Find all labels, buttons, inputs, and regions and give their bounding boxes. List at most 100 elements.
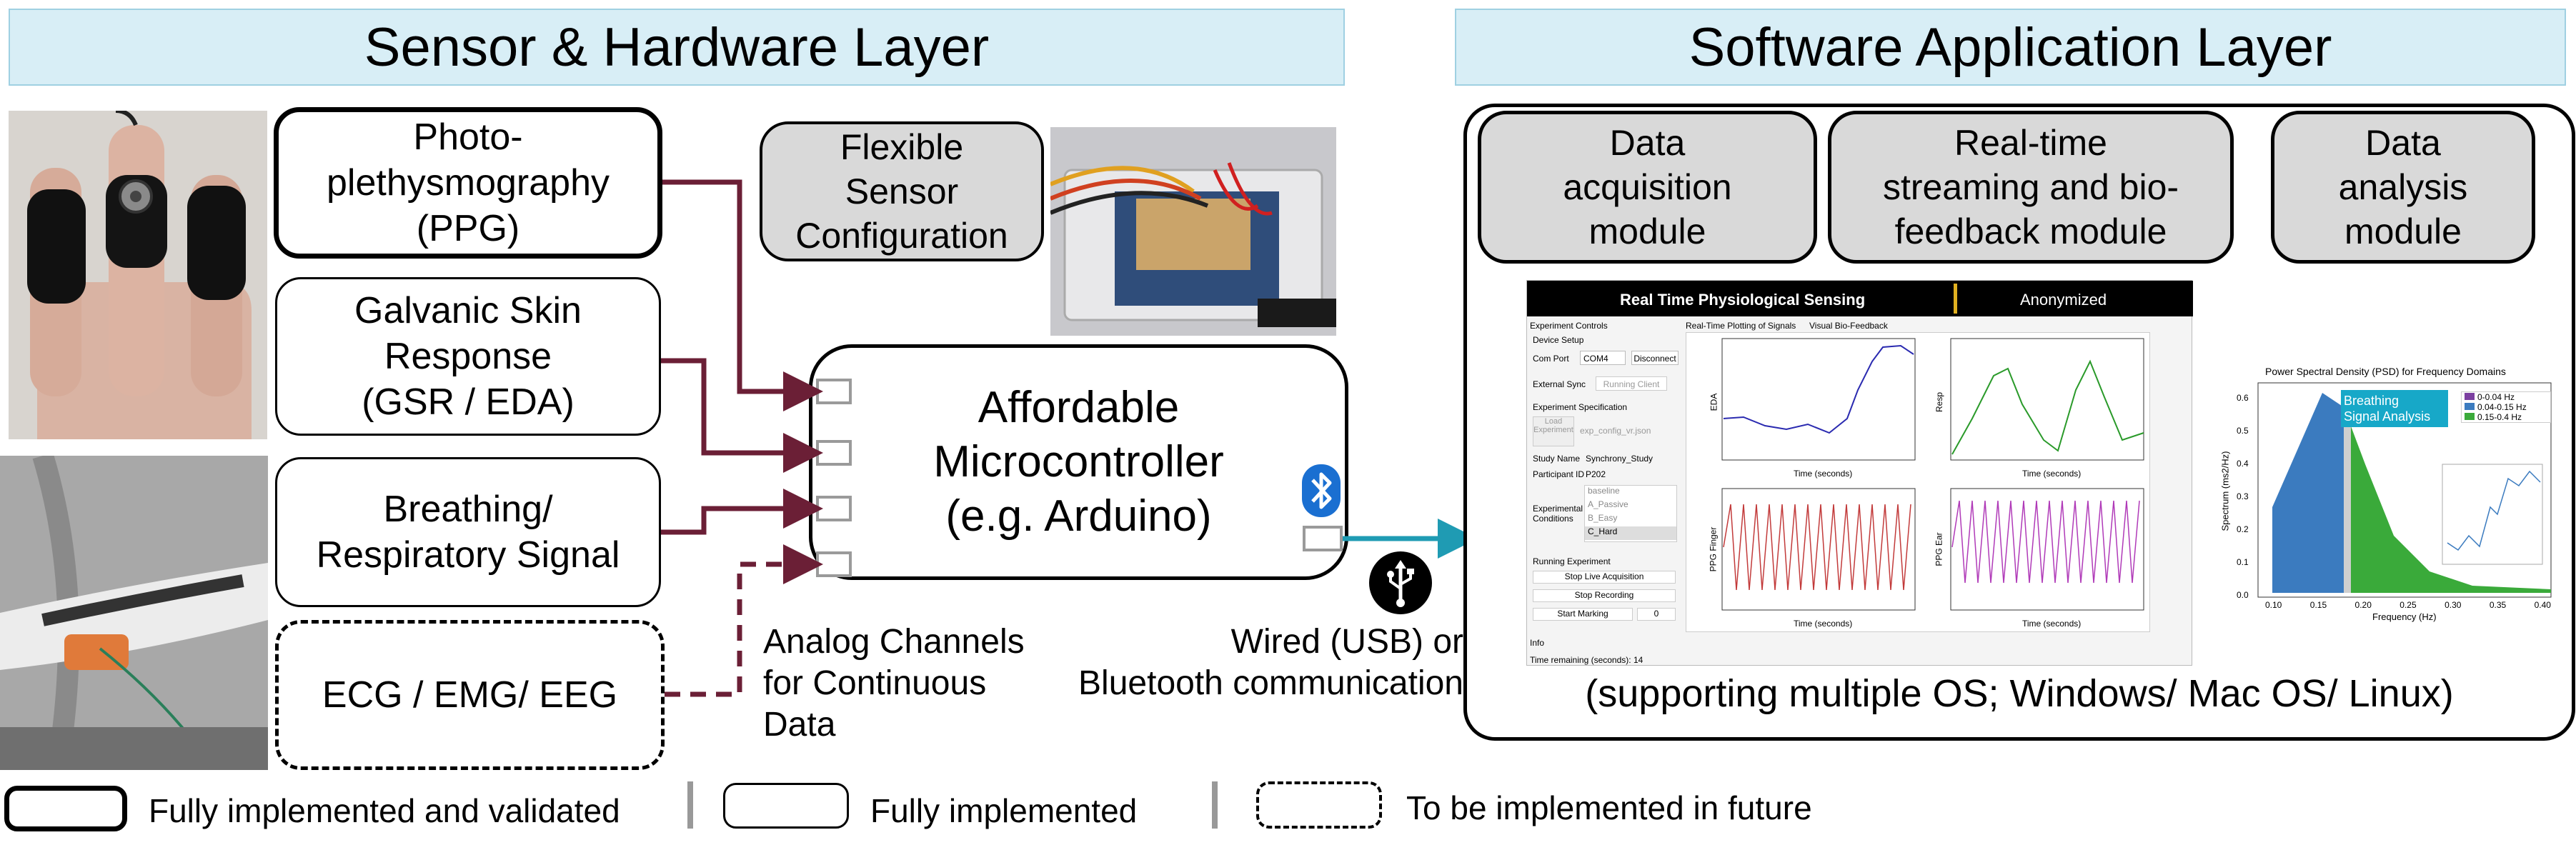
legend-validated-label: Fully implemented and validated xyxy=(149,792,620,829)
respiratory-belt-photo xyxy=(0,456,268,770)
conditions-label: Experimental Conditions xyxy=(1533,504,1583,524)
running-experiment-title: Running Experiment xyxy=(1533,556,1611,566)
com-port-label: Com Port xyxy=(1533,354,1569,364)
analog-port-1 xyxy=(816,379,852,404)
tick-label: 0.25 xyxy=(2400,600,2417,610)
app-window: Real Time Physiological Sensing Anonymiz… xyxy=(1526,280,2193,666)
gsr-wire xyxy=(661,358,823,473)
tick-label: 0.1 xyxy=(2237,557,2249,567)
psd-plot xyxy=(2257,382,2552,598)
tick-label: 0.2 xyxy=(2237,524,2249,534)
gsr-sensor-label: Galvanic Skin Response (GSR / EDA) xyxy=(354,290,582,423)
x-axis-label: Time (seconds) xyxy=(2022,469,2082,479)
legend-future-label: To be implemented in future xyxy=(1406,789,1812,826)
list-item[interactable]: B_Easy xyxy=(1588,513,1618,523)
study-name-label: Study Name xyxy=(1533,454,1581,464)
com-port-select[interactable]: COM4 xyxy=(1580,351,1626,365)
streaming-module-label: Real-time streaming and bio- feedback mo… xyxy=(1882,123,2179,251)
software-layer-title: Software Application Layer xyxy=(1689,16,2332,78)
start-marking-button[interactable]: Start Marking xyxy=(1533,608,1633,621)
x-axis-label: Time (seconds) xyxy=(1794,619,1853,629)
hardware-layer-title: Sensor & Hardware Layer xyxy=(364,16,990,78)
legend-item: 0.15-0.4 Hz xyxy=(2462,412,2550,422)
legend-item: 0-0.04 Hz xyxy=(2462,392,2550,402)
disconnect-button[interactable]: Disconnect xyxy=(1631,351,1679,365)
psd-badge: Breathing Signal Analysis xyxy=(2341,390,2448,427)
plot-area: EDA Resp PPG Finger PPG Ear Time (second… xyxy=(1686,332,2150,632)
legend-future-swatch xyxy=(1256,781,1382,829)
running-client-button[interactable]: Running Client xyxy=(1596,376,1667,391)
anonymized-label: Anonymized xyxy=(2020,291,2107,309)
config-file-field[interactable]: exp_config_vr.json xyxy=(1580,426,1651,436)
analog-channels-label: Analog Channels for Continuous Data xyxy=(763,623,1025,744)
tick-label: 0.30 xyxy=(2445,600,2462,610)
tick-label: 0.4 xyxy=(2237,459,2249,469)
microcontroller-box: Affordable Microcontroller (e.g. Arduino… xyxy=(809,344,1348,580)
control-panel: Experiment Controls Device Setup Com Por… xyxy=(1527,316,1683,666)
bluetooth-icon xyxy=(1302,464,1341,517)
x-axis-label: Time (seconds) xyxy=(2022,619,2082,629)
tick-label: 0.35 xyxy=(2489,600,2507,610)
psd-chart: Power Spectral Density (PSD) for Frequen… xyxy=(2215,364,2558,629)
usb-icon xyxy=(1368,550,1433,616)
external-sync-label: External Sync xyxy=(1533,379,1586,389)
flexible-sensor-box: Flexible Sensor Configuration xyxy=(760,121,1044,261)
app-title: Real Time Physiological Sensing xyxy=(1620,291,1866,309)
os-support-note: (supporting multiple OS; Windows/ Mac OS… xyxy=(1585,672,2454,715)
participant-field[interactable]: P202 xyxy=(1586,469,1606,479)
communication-label: Wired (USB) or Bluetooth communication xyxy=(1078,623,1463,702)
legend-implemented-label: Fully implemented xyxy=(870,792,1138,829)
output-port-mcu xyxy=(1303,526,1343,551)
tick-label: 0.40 xyxy=(2534,600,2551,610)
time-remaining-label: Time remaining (seconds): 14 xyxy=(1530,655,1643,665)
ppg-sensor-box: Photo- plethysmography (PPG) xyxy=(274,107,662,259)
tick-label: 0.20 xyxy=(2354,600,2372,610)
psd-title: Power Spectral Density (PSD) for Frequen… xyxy=(2265,366,2506,377)
breathing-sensor-label: Breathing/ Respiratory Signal xyxy=(316,489,620,576)
study-name-field[interactable]: Synchrony_Study xyxy=(1586,454,1653,464)
future-sensor-box: ECG / EMG/ EEG xyxy=(275,620,665,770)
acquisition-module-box: Data acquisition module xyxy=(1478,111,1817,264)
analysis-module-label: Data analysis module xyxy=(2338,123,2468,251)
marking-value: 0 xyxy=(1637,608,1676,621)
experiment-spec-title: Experiment Specification xyxy=(1533,402,1628,412)
conditions-list[interactable]: baseline A_Passive B_Easy C_Hard xyxy=(1584,485,1677,542)
stop-acquisition-button[interactable]: Stop Live Acquisition xyxy=(1533,571,1676,584)
psd-x-label: Frequency (Hz) xyxy=(2372,611,2437,622)
hardware-layer-banner: Sensor & Hardware Layer xyxy=(9,9,1345,86)
stop-recording-button[interactable]: Stop Recording xyxy=(1533,589,1676,602)
device-setup-title: Device Setup xyxy=(1533,335,1584,345)
flexible-sensor-label: Flexible Sensor Configuration xyxy=(795,127,1008,256)
list-item[interactable]: A_Passive xyxy=(1588,499,1628,509)
legend-divider xyxy=(1212,781,1218,829)
analog-port-3 xyxy=(816,496,852,521)
ppg-ear-axis-label: PPG Ear xyxy=(1934,532,1944,566)
ppg-finger-axis-label: PPG Finger xyxy=(1708,526,1719,572)
app-title-bar: Real Time Physiological Sensing Anonymiz… xyxy=(1527,281,2193,316)
legend-implemented-swatch xyxy=(723,783,849,829)
tick-label: 0.6 xyxy=(2237,393,2249,403)
analog-port-4 xyxy=(816,551,852,577)
streaming-module-box: Real-time streaming and bio- feedback mo… xyxy=(1828,111,2234,264)
eda-axis-label: EDA xyxy=(1709,393,1719,411)
finger-sensor-photo xyxy=(9,111,267,439)
list-item[interactable]: baseline xyxy=(1588,486,1620,496)
tick-label: 0.3 xyxy=(2237,491,2249,501)
ppg-sensor-label: Photo- plethysmography (PPG) xyxy=(327,116,610,249)
tab-biofeedback[interactable]: Visual Bio-Feedback xyxy=(1809,321,1888,331)
load-experiment-button[interactable]: Load Experiment xyxy=(1533,416,1574,446)
tick-label: 0.5 xyxy=(2237,426,2249,436)
tab-plotting[interactable]: Real-Time Plotting of Signals xyxy=(1686,321,1796,331)
psd-y-label: Spectrum (ms2/Hz) xyxy=(2219,451,2231,531)
tick-label: 0.10 xyxy=(2265,600,2282,610)
legend-validated-swatch xyxy=(4,786,127,831)
participant-label: Participant ID xyxy=(1533,469,1585,479)
breathing-wire xyxy=(661,489,823,535)
future-sensor-label: ECG / EMG/ EEG xyxy=(322,674,618,716)
info-label: Info xyxy=(1530,638,1545,648)
list-item[interactable]: C_Hard xyxy=(1585,526,1676,540)
microcontroller-label: Affordable Microcontroller (e.g. Arduino… xyxy=(933,383,1224,541)
legend-divider xyxy=(687,781,693,829)
